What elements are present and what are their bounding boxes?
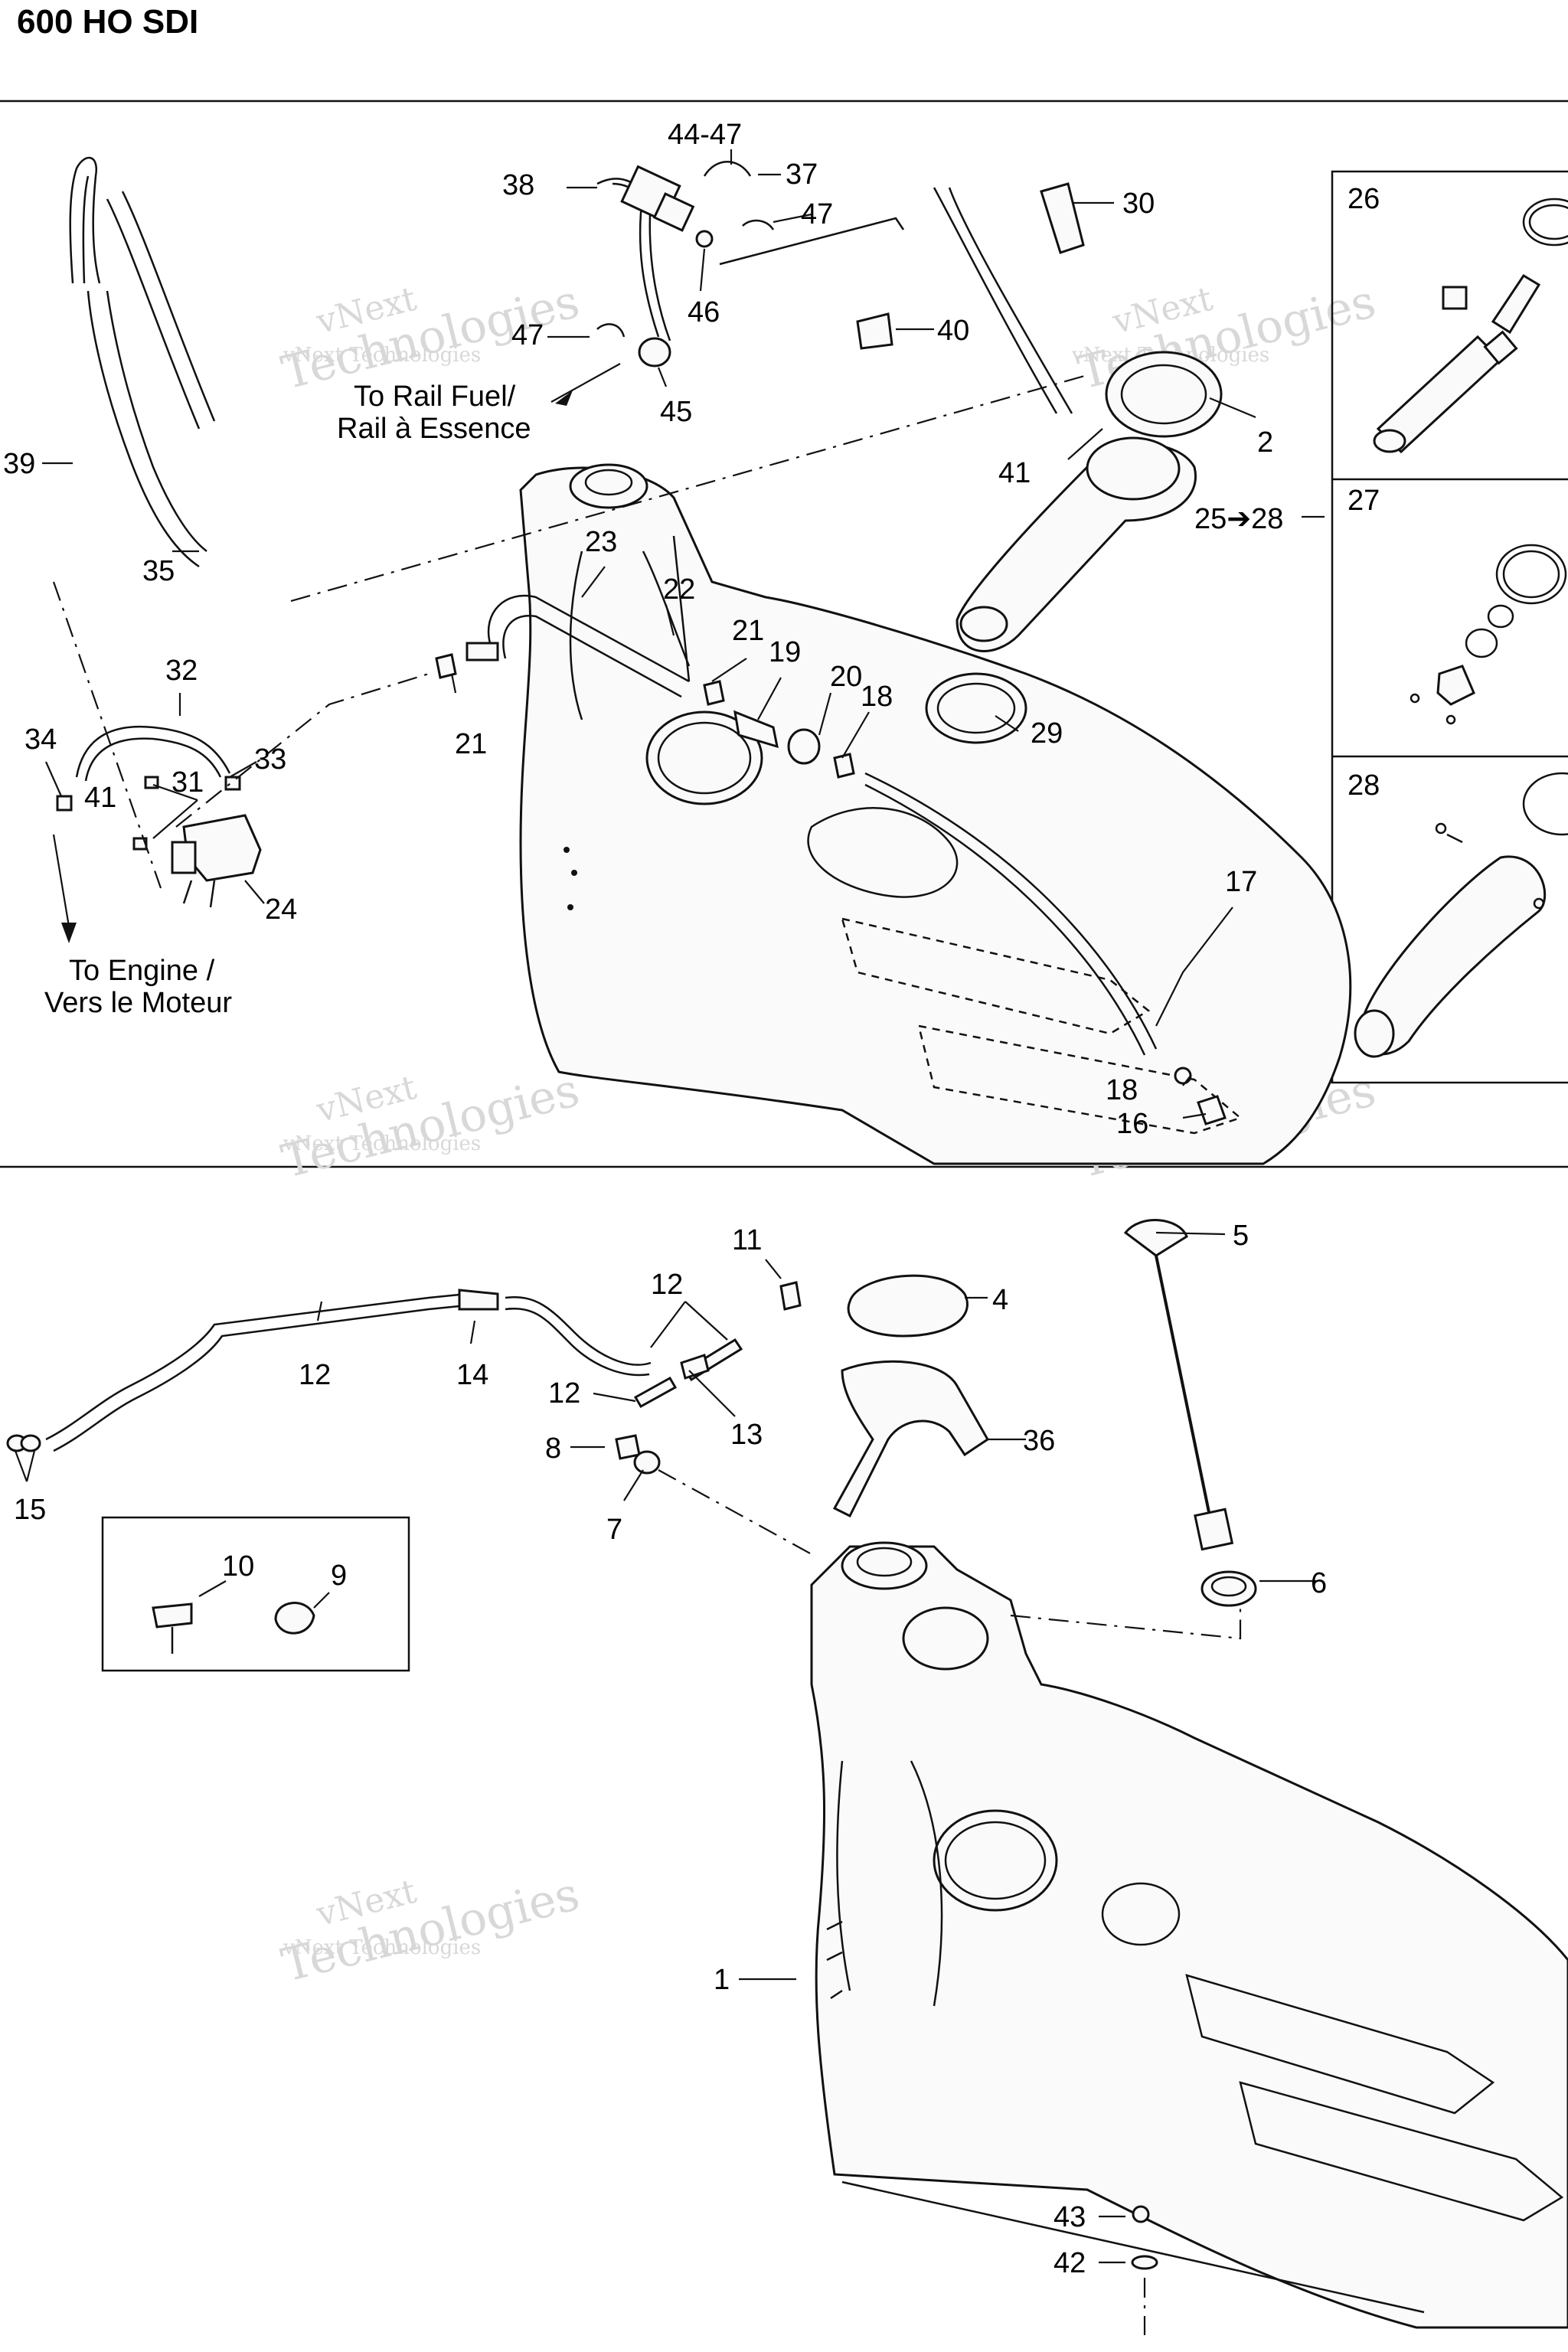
callout-47a: 47	[801, 198, 833, 230]
pump-gasket	[925, 672, 1027, 744]
inset-panels	[1331, 170, 1568, 1084]
note-to-engine-line2: Vers le Moteur	[44, 987, 232, 1019]
callout-39: 39	[3, 448, 35, 480]
watermark-text: Technologies	[276, 1063, 584, 1189]
callouts-bottom: 11 5 12 4 12 14 13 12 36 8 7 15 10 9 6 1…	[14, 1220, 1327, 2279]
inset-frame	[1331, 170, 1568, 1084]
callout-22: 22	[663, 573, 695, 606]
callout-40: 40	[937, 315, 969, 347]
callout-42: 42	[1054, 2247, 1086, 2279]
callout-18a: 18	[861, 681, 893, 713]
callout-41a: 41	[998, 457, 1031, 489]
callout-38: 38	[502, 169, 534, 201]
callout-28: 28	[1348, 769, 1380, 802]
clip-30	[1040, 182, 1085, 254]
fuel-supply-line	[596, 161, 905, 368]
leader-lines-top	[42, 149, 1325, 1119]
callout-44-47: 44-47	[668, 119, 742, 151]
callout-46: 46	[688, 296, 720, 328]
watermark-text: vNext Technologies	[283, 1936, 481, 1959]
callout-30: 30	[1122, 188, 1155, 220]
callout-31: 31	[172, 766, 204, 799]
callout-12c: 12	[548, 1377, 580, 1410]
callout-6: 6	[1311, 1567, 1327, 1599]
callout-34: 34	[24, 724, 57, 756]
note-to-rail-line2: Rail à Essence	[337, 413, 531, 445]
callout-29: 29	[1031, 717, 1063, 750]
callout-41b: 41	[84, 782, 116, 814]
callout-7: 7	[606, 1514, 622, 1546]
callout-10: 10	[222, 1550, 254, 1583]
watermark-text: vNext Technologies	[283, 1132, 481, 1155]
callout-13: 13	[730, 1419, 763, 1451]
callout-12a: 12	[651, 1269, 683, 1301]
callout-1: 1	[714, 1964, 730, 1996]
fuel-gauge-sender	[1123, 1219, 1188, 1257]
callout-2: 2	[1257, 426, 1273, 459]
tank-bracket	[832, 1360, 989, 1518]
callout-45: 45	[660, 396, 692, 428]
callout-20: 20	[830, 661, 862, 693]
callout-21b: 21	[455, 728, 487, 760]
callout-18b: 18	[1106, 1074, 1138, 1106]
callout-23: 23	[585, 526, 617, 558]
page-title: 600 HO SDI	[17, 3, 199, 41]
tank-cap-and-gauge	[832, 1219, 1257, 1607]
arrow-to-rail	[555, 390, 573, 406]
note-to-engine-line1: To Engine /	[69, 955, 215, 987]
callout-11: 11	[732, 1224, 762, 1256]
fuel-pump-module	[1373, 198, 1568, 454]
plug-40	[856, 312, 893, 350]
callout-43: 43	[1054, 2201, 1086, 2233]
callout-12b: 12	[299, 1359, 331, 1391]
fuel-pump-assembly	[856, 182, 1223, 744]
callout-35: 35	[142, 555, 175, 587]
callout-5: 5	[1233, 1220, 1249, 1252]
callout-24: 24	[265, 893, 297, 926]
fastener-inset	[101, 1516, 410, 1672]
tank-fittings	[435, 535, 1227, 1125]
fuel-tank-main	[810, 1541, 1568, 2329]
callout-32: 32	[165, 655, 198, 687]
fuel-tank-top-view	[519, 463, 1352, 1165]
watermark-text: Technologies	[276, 1867, 584, 1993]
vent-hoses	[69, 156, 216, 568]
fuel-pickup-assembly	[1354, 772, 1568, 1058]
callouts-top: 44-47 38 37 47 30 46 47 40 45 2 39 41 25…	[3, 119, 1380, 1140]
vent-hose-line	[6, 1281, 802, 1475]
callout-36: 36	[1023, 1425, 1055, 1457]
callout-21a: 21	[732, 615, 764, 647]
leader-lines-bottom	[14, 1231, 1317, 2335]
callout-37: 37	[786, 158, 818, 191]
callout-19: 19	[769, 636, 801, 668]
callout-9: 9	[331, 1560, 347, 1592]
note-to-rail-line1: To Rail Fuel/	[354, 381, 516, 413]
pump-seal-kit	[1410, 544, 1567, 725]
callout-8: 8	[545, 1432, 561, 1465]
callout-25-28: 25➔28	[1194, 503, 1283, 535]
arrow-to-engine	[61, 923, 77, 943]
callout-17: 17	[1225, 866, 1257, 898]
callout-15: 15	[14, 1494, 46, 1526]
callout-33: 33	[254, 743, 286, 776]
callout-14: 14	[456, 1359, 488, 1391]
callout-16: 16	[1116, 1108, 1148, 1140]
callout-26: 26	[1348, 183, 1380, 215]
callout-47b: 47	[511, 319, 544, 351]
watermark-text: vNext Technologies	[283, 344, 481, 367]
callout-27: 27	[1348, 485, 1380, 517]
callout-4: 4	[992, 1284, 1008, 1316]
fuel-cap	[847, 1274, 969, 1338]
